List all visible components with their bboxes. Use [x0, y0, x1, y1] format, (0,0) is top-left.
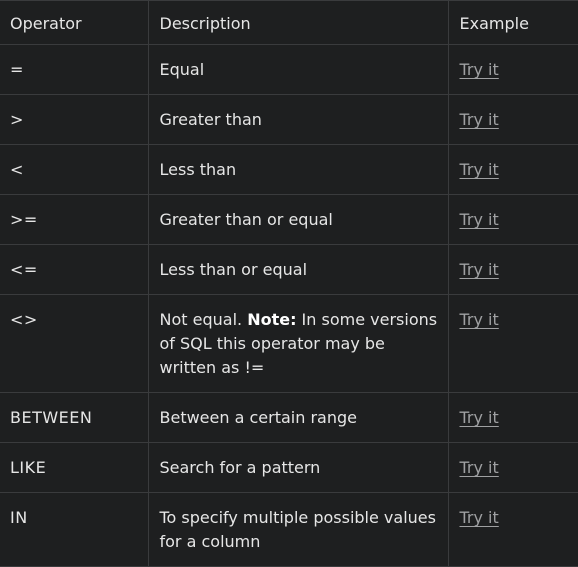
table-row: > Greater than Try it — [0, 94, 578, 145]
table-row: < Less than Try it — [0, 144, 578, 195]
try-it-link[interactable]: Try it — [459, 210, 499, 229]
description-suffix: In some versions of SQL this operator ma… — [159, 310, 438, 377]
table-row: <> Not equal. Note: In some versions of … — [0, 294, 578, 393]
try-it-link[interactable]: Try it — [459, 310, 499, 329]
table-row: = Equal Try it — [0, 44, 578, 95]
table-row: >= Greater than or equal Try it — [0, 194, 578, 245]
description-cell: Not equal. Note: In some versions of SQL… — [148, 294, 449, 393]
operator-cell: >= — [0, 194, 149, 245]
description-cell: Equal — [148, 44, 449, 95]
try-it-link[interactable]: Try it — [459, 458, 499, 477]
description-cell: Search for a pattern — [148, 442, 449, 493]
example-cell: Try it — [448, 94, 578, 145]
try-it-link[interactable]: Try it — [459, 110, 499, 129]
operator-cell: BETWEEN — [0, 392, 149, 443]
operator-cell: = — [0, 44, 149, 95]
header-description: Description — [148, 0, 449, 45]
operator-cell: <= — [0, 244, 149, 295]
try-it-link[interactable]: Try it — [459, 60, 499, 79]
description-cell: Greater than — [148, 94, 449, 145]
table-row: IN To specify multiple possible values f… — [0, 492, 578, 567]
operator-cell: <> — [0, 294, 149, 393]
example-cell: Try it — [448, 244, 578, 295]
description-cell: Between a certain range — [148, 392, 449, 443]
description-cell: Less than or equal — [148, 244, 449, 295]
description-cell: To specify multiple possible values for … — [148, 492, 449, 567]
operator-cell: IN — [0, 492, 149, 567]
try-it-link[interactable]: Try it — [459, 160, 499, 179]
table-row: <= Less than or equal Try it — [0, 244, 578, 295]
table-row: BETWEEN Between a certain range Try it — [0, 392, 578, 443]
table-header-row: Operator Description Example — [0, 0, 578, 45]
operator-cell: < — [0, 144, 149, 195]
try-it-link[interactable]: Try it — [459, 408, 499, 427]
example-cell: Try it — [448, 392, 578, 443]
operator-cell: > — [0, 94, 149, 145]
operator-cell: LIKE — [0, 442, 149, 493]
header-operator: Operator — [0, 0, 149, 45]
description-prefix: Not equal. — [159, 310, 248, 329]
note-label: Note: — [247, 310, 297, 329]
example-cell: Try it — [448, 194, 578, 245]
example-cell: Try it — [448, 44, 578, 95]
header-example: Example — [448, 0, 578, 45]
example-cell: Try it — [448, 294, 578, 393]
example-cell: Try it — [448, 442, 578, 493]
example-cell: Try it — [448, 492, 578, 567]
try-it-link[interactable]: Try it — [459, 260, 499, 279]
example-cell: Try it — [448, 144, 578, 195]
description-cell: Greater than or equal — [148, 194, 449, 245]
table-row: LIKE Search for a pattern Try it — [0, 442, 578, 493]
description-cell: Less than — [148, 144, 449, 195]
